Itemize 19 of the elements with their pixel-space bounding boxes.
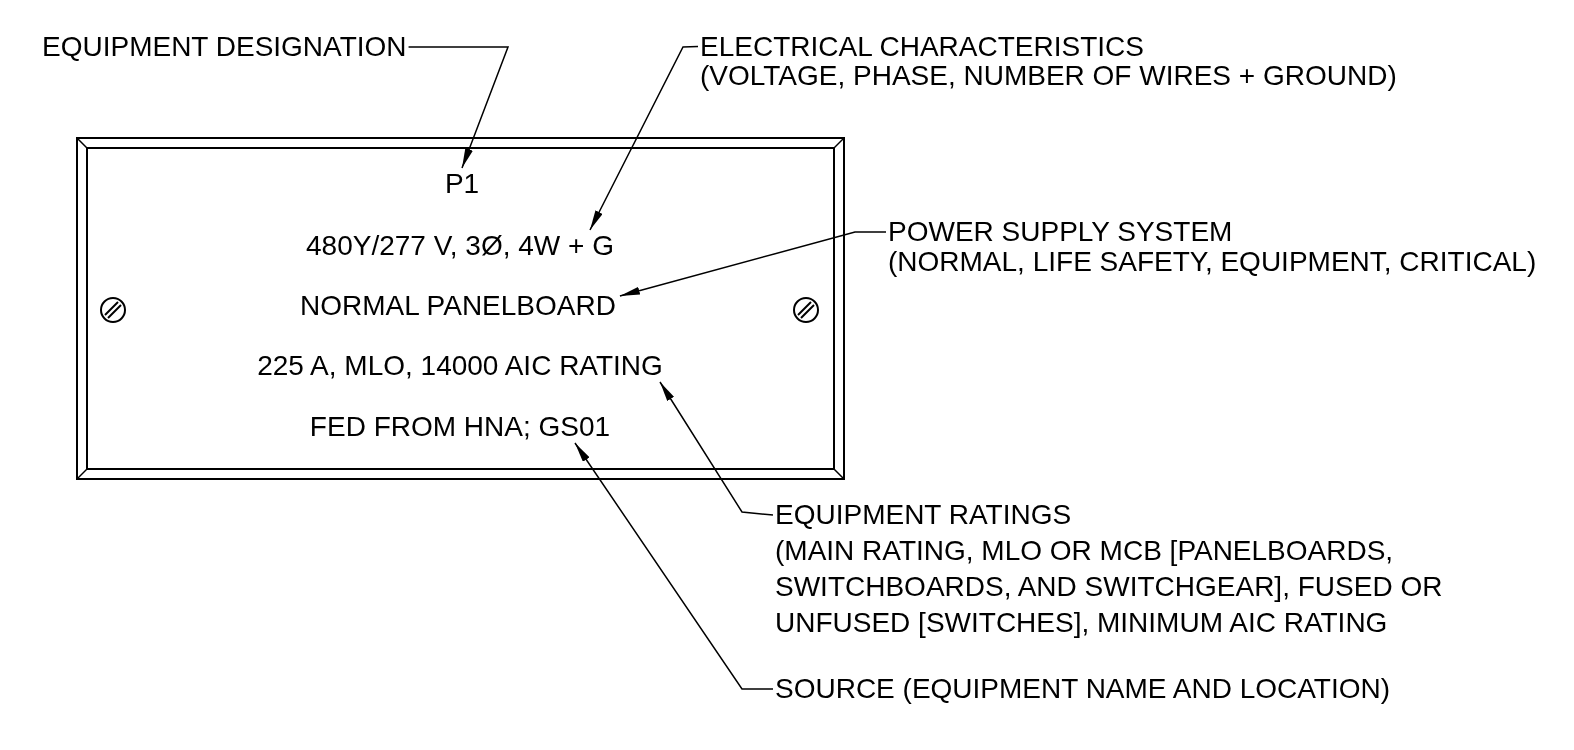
- callout-heading: POWER SUPPLY SYSTEM: [888, 217, 1234, 247]
- callout-text: SOURCE (EQUIPMENT NAME AND LOCATION): [775, 674, 1391, 704]
- nameplate-text: FED FROM HNA; GS01: [309, 411, 611, 443]
- callout-text: (MAIN RATING, MLO OR MCB [PANELBOARDS, SWITCHBOARDS, AND SWITCHGEAR], FUSED OR UNFUSED [SWITCHES], MINIMUM AIC RATING: [775, 534, 1444, 640]
- leader-line: [619, 231, 887, 297]
- leader-line: [659, 381, 774, 516]
- leader-line: [407, 46, 510, 169]
- nameplate: [76, 137, 845, 480]
- callout-text: EQUIPMENT DESIGNATION: [42, 32, 407, 62]
- callout-text: (VOLTAGE, PHASE, NUMBER OF WIRES + GROUND): [700, 61, 1397, 90]
- callout-heading: ELECTRICAL CHARACTERISTICS: [700, 32, 1145, 61]
- leader-line: [589, 45, 699, 231]
- nameplate-text: P1: [444, 168, 480, 200]
- callout-text: (NORMAL, LIFE SAFETY, EQUIPMENT, CRITICAL): [888, 247, 1537, 277]
- nameplate-text: 480Y/277 V, 3Ø, 4W + G: [306, 230, 614, 262]
- leader-line: [574, 442, 774, 690]
- callout-heading: EQUIPMENT RATINGS: [775, 498, 1073, 532]
- nameplate-text: NORMAL PANELBOARD: [300, 290, 616, 322]
- nameplate-text: 225 A, MLO, 14000 AIC RATING: [257, 350, 663, 382]
